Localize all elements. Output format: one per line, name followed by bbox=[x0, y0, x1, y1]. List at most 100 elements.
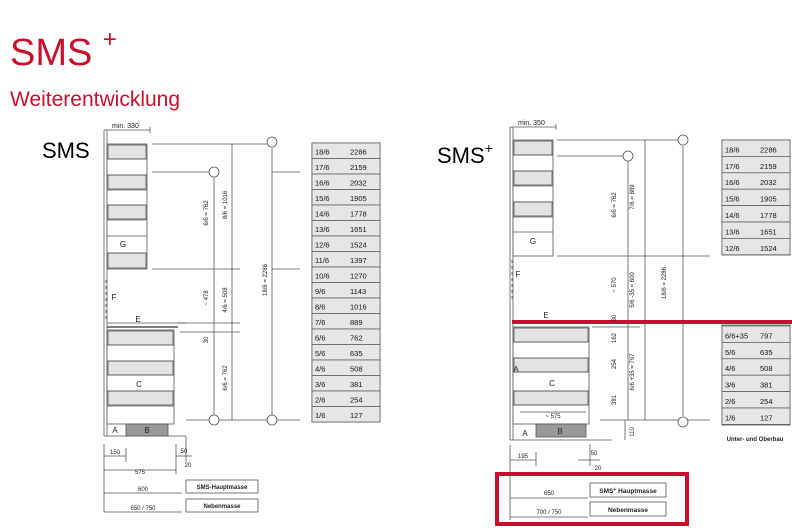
table-cell-fraction: 11/6 bbox=[315, 256, 329, 265]
table-cell-mm: 254 bbox=[760, 397, 773, 406]
table-cell-mm: 1524 bbox=[350, 241, 367, 250]
table-cell-mm: 381 bbox=[350, 380, 363, 389]
table-cell-mm: 2286 bbox=[760, 145, 777, 154]
left-bottom-dim-600: 600 bbox=[138, 487, 149, 493]
left-dim-4: ~ 478 bbox=[204, 290, 210, 306]
right-legend-sub: Nebenmasse bbox=[608, 507, 648, 514]
table-cell-fraction: 13/6 bbox=[315, 225, 330, 234]
left-letter-a: A bbox=[112, 426, 118, 435]
left-letter-f: F bbox=[112, 293, 117, 302]
table-cell-mm: 1143 bbox=[350, 287, 366, 296]
right-letter-g: G bbox=[530, 237, 536, 246]
table-cell-mm: 1651 bbox=[760, 227, 777, 236]
table-cell-fraction: 12/6 bbox=[725, 244, 740, 253]
page-subtitle: Weiterentwicklung bbox=[10, 88, 181, 111]
right-dim-4: ~ 570 bbox=[612, 277, 618, 293]
table-cell-mm: 508 bbox=[350, 365, 363, 374]
table-cell-fraction: 10/6 bbox=[315, 272, 330, 281]
table-cell-fraction: 16/6 bbox=[725, 178, 740, 187]
table-cell-fraction: 17/6 bbox=[315, 163, 330, 172]
left-letter-e: E bbox=[135, 315, 140, 324]
table-row bbox=[721, 407, 791, 425]
right-letter-a-side: A bbox=[513, 365, 519, 374]
left-cabinet-drawing bbox=[103, 127, 300, 513]
right-min-label: min. 350 bbox=[518, 120, 545, 127]
dimension-highlight-box bbox=[495, 472, 689, 526]
table-cell-mm: 1016 bbox=[350, 303, 367, 312]
table-cell-mm: 1524 bbox=[760, 244, 777, 253]
table-cell-fraction: 4/6 bbox=[725, 364, 735, 373]
left-dim-5: 4/6 = 508 bbox=[223, 287, 229, 313]
table-cell-fraction: 13/6 bbox=[725, 227, 740, 236]
left-legend-sub: Nebenmasse bbox=[203, 504, 241, 510]
table-cell-fraction: 14/6 bbox=[315, 210, 330, 219]
table-cell-mm: 1778 bbox=[350, 210, 367, 219]
table-cell-fraction: 4/6 bbox=[315, 365, 325, 374]
table-cell-mm: 2159 bbox=[350, 163, 367, 172]
table-cell-mm: 1270 bbox=[350, 272, 367, 281]
table-cell-fraction: 15/6 bbox=[725, 195, 740, 204]
table-cell-fraction: 14/6 bbox=[725, 211, 740, 220]
table-cell-fraction: 3/6 bbox=[315, 380, 325, 389]
table-cell-mm: 2032 bbox=[760, 178, 777, 187]
left-legend-main: SMS-Hauptmasse bbox=[197, 485, 248, 491]
table-cell-fraction: 16/6 bbox=[315, 179, 330, 188]
right-dim-11: 110 bbox=[630, 427, 636, 437]
table-cell-fraction: 12/6 bbox=[315, 241, 330, 250]
table-cell-mm: 2159 bbox=[760, 162, 777, 171]
table-cell-fraction: 6/6 bbox=[315, 334, 325, 343]
table-cell-mm: 635 bbox=[760, 348, 773, 357]
left-letter-c: C bbox=[136, 380, 142, 389]
right-letter-e: E bbox=[543, 311, 548, 320]
table-cell-mm: 508 bbox=[760, 364, 773, 373]
right-legend-main: SMS+ Hauptmasse bbox=[599, 487, 657, 495]
table-cell-mm: 381 bbox=[760, 381, 773, 390]
right-letter-f: F bbox=[516, 270, 521, 279]
table-row bbox=[311, 406, 381, 423]
table-cell-fraction: 18/6 bbox=[725, 145, 740, 154]
table-cell-fraction: 8/6 bbox=[315, 303, 325, 312]
table-cell-mm: 1905 bbox=[350, 194, 367, 203]
table-cell-mm: 889 bbox=[350, 318, 363, 327]
right-dim-8: 254 bbox=[612, 358, 618, 369]
table-cell-fraction: 7/6 bbox=[315, 318, 325, 327]
right-dim-7: 162 bbox=[612, 332, 618, 343]
table-cell-mm: 1651 bbox=[350, 225, 367, 234]
left-letter-g: G bbox=[120, 240, 126, 249]
left-dim-3: 18/6 = 2286 bbox=[263, 263, 269, 296]
right-bottom-dim-650: 650 bbox=[544, 491, 555, 497]
table-cell-mm: 2032 bbox=[350, 179, 367, 188]
table-cell-fraction: 6/6+35 bbox=[725, 331, 748, 340]
table-cell-fraction: 17/6 bbox=[725, 162, 740, 171]
table-cell-mm: 1397 bbox=[350, 256, 367, 265]
table-cell-fraction: 5/6 bbox=[315, 349, 325, 358]
table-cell-fraction: 9/6 bbox=[315, 287, 325, 296]
left-system-label: SMS bbox=[42, 138, 90, 163]
left-bottom-dim-650-750: 650 / 750 bbox=[130, 506, 156, 512]
left-bottom-dim-575: 575 bbox=[135, 470, 146, 476]
right-letter-c: C bbox=[549, 379, 555, 388]
left-dim-6: 30 bbox=[204, 336, 210, 343]
table-cell-mm: 762 bbox=[350, 334, 363, 343]
table-cell-fraction: 2/6 bbox=[725, 397, 735, 406]
right-dim-6: 30 bbox=[612, 314, 618, 321]
right-dim-1: 6/6 = 762 bbox=[612, 192, 618, 218]
left-letter-b: B bbox=[144, 426, 149, 435]
table-cell-fraction: 1/6 bbox=[725, 413, 735, 422]
left-bottom-dim-50: 50 bbox=[181, 449, 188, 455]
table-cell-mm: 127 bbox=[350, 411, 363, 420]
table-cell-mm: 635 bbox=[350, 349, 363, 358]
right-bottom-dim-50: 50 bbox=[591, 451, 598, 457]
table-cell-mm: 127 bbox=[760, 413, 773, 422]
right-dim-5: 5/6 -35 = 600 bbox=[630, 272, 636, 308]
table-cell-fraction: 1/6 bbox=[315, 411, 325, 420]
table-cell-mm: 797 bbox=[760, 331, 773, 340]
right-letter-a: A bbox=[522, 429, 528, 438]
right-cabinet-drawing bbox=[509, 124, 710, 520]
table-cell-fraction: 3/6 bbox=[725, 381, 735, 390]
right-dim-9: 381 bbox=[612, 394, 618, 405]
